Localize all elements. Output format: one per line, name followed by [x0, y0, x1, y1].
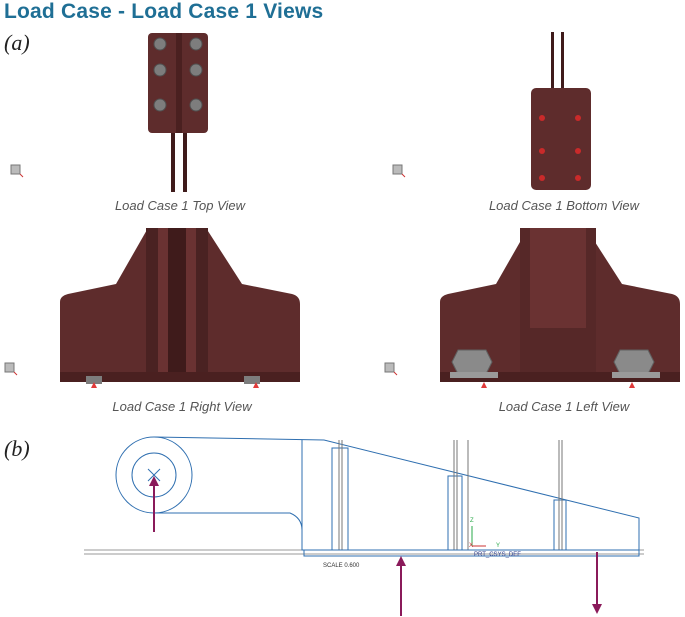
caption-bottom-view: Load Case 1 Bottom View [488, 198, 640, 213]
scale-label: SCALE 0.600 [323, 563, 360, 569]
wireframe-drawing [84, 430, 644, 617]
bottom-view-image [525, 30, 605, 192]
panel-label-a: (a) [4, 30, 30, 55]
caption-right-view: Load Case 1 Right View [112, 399, 252, 414]
caption-left-view: Load Case 1 Left View [498, 399, 630, 414]
panel-label-b: (b) [4, 436, 30, 461]
orientation-cube-icon [382, 360, 398, 381]
axis-z-label: Z [470, 518, 474, 524]
orientation-cube-icon [2, 360, 18, 381]
page-title: Load Case - Load Case 1 Views [4, 0, 324, 23]
csys-label: PRT_CSYS_DEF [474, 552, 521, 558]
top-view-image [140, 28, 220, 192]
orientation-cube-icon [390, 162, 406, 183]
left-view-image [436, 226, 682, 392]
right-view-image [56, 226, 302, 392]
axis-x-label: X [469, 543, 474, 549]
caption-top-view: Load Case 1 Top View [114, 198, 246, 213]
axis-y-label: Y [496, 543, 501, 549]
orientation-cube-icon [8, 162, 24, 183]
